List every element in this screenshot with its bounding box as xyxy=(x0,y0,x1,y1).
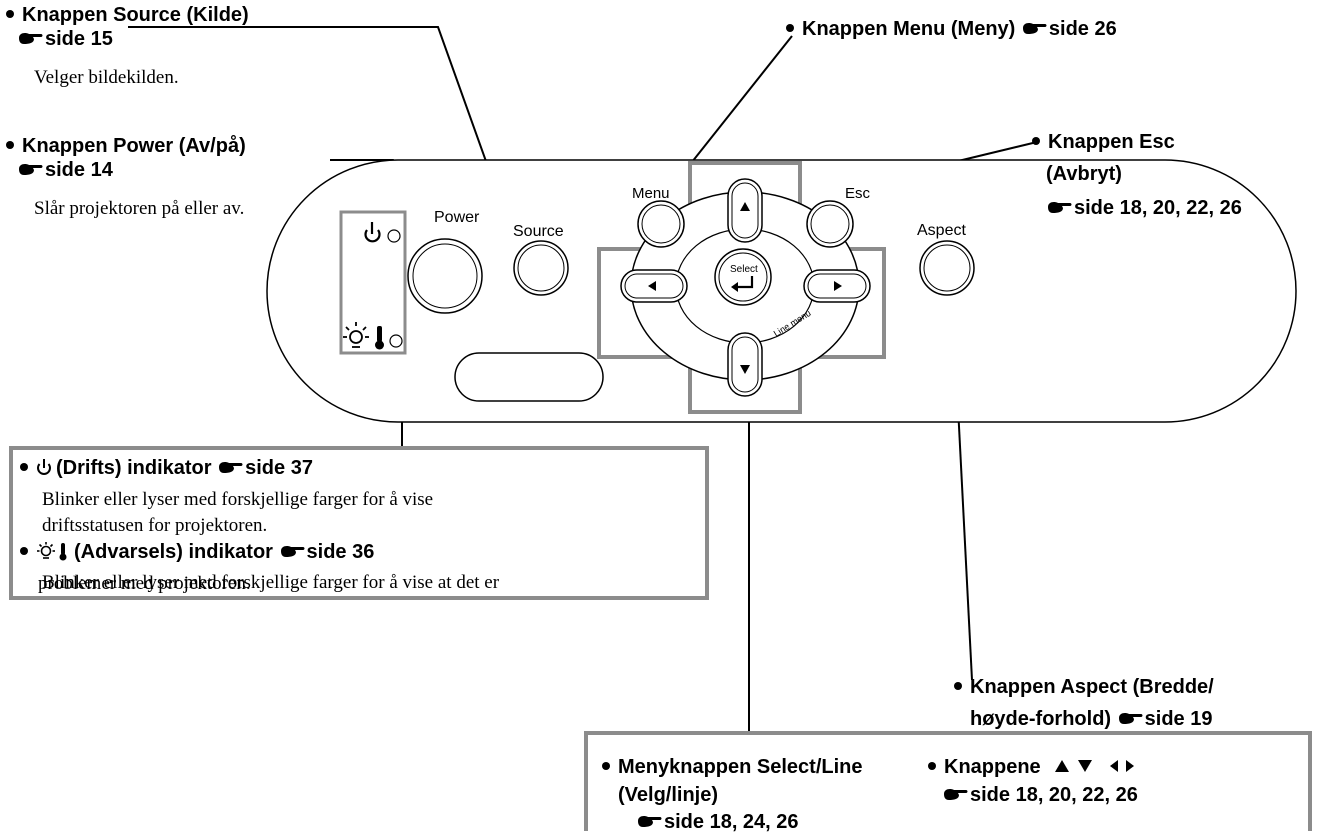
esc-callout-title-1: Knappen Esc xyxy=(1032,130,1175,154)
arrow-right-icon xyxy=(834,281,842,291)
bullet-icon xyxy=(6,140,14,149)
esc-button[interactable] xyxy=(806,200,854,248)
menu-button[interactable] xyxy=(637,200,685,248)
power-callout-desc: Slår projektoren på eller av. xyxy=(34,198,245,219)
aspect-title-text-2: høyde-forhold) xyxy=(970,708,1112,730)
arrow-left-icon xyxy=(648,281,656,291)
esc-callout-ref[interactable]: side 18, 20, 22, 26 xyxy=(1046,196,1242,220)
esc-button-label: Esc xyxy=(845,185,871,202)
operation-indicator-desc-1: Blinker eller lyser med forskjellige far… xyxy=(42,489,434,510)
indicator-info-box: (Drifts) indikator side 37 Blinker eller… xyxy=(9,446,709,600)
pointing-hand-icon xyxy=(944,788,968,800)
pointing-hand-icon xyxy=(1022,22,1047,34)
pointing-hand-icon xyxy=(219,461,243,473)
pointing-hand-icon xyxy=(638,815,662,827)
left-button[interactable] xyxy=(620,269,688,303)
select-callout-title-2: (Velg/linje) xyxy=(618,784,719,806)
aspect-callout-ref[interactable]: side 19 xyxy=(1117,707,1212,731)
source-callout-desc: Velger bildekilden. xyxy=(34,67,179,88)
arrows-callout-title: Knappene xyxy=(928,755,1140,779)
lamp-warning-icon xyxy=(37,541,67,561)
pointing-hand-icon xyxy=(19,32,43,44)
aspect-callout-title-1: Knappen Aspect (Bredde/ xyxy=(954,675,1214,699)
enter-arrow-icon xyxy=(737,276,754,289)
operation-indicator-ref[interactable]: side 37 xyxy=(217,456,313,480)
bullet-icon xyxy=(786,23,794,32)
pointing-hand-icon xyxy=(280,545,305,557)
menu-callout-ref[interactable]: side 26 xyxy=(1021,17,1117,41)
esc-title-text: Knappen Esc xyxy=(1048,131,1175,153)
bullet-icon xyxy=(954,681,962,690)
aspect-callout-title-2: høyde-forhold) side 19 xyxy=(970,707,1212,731)
aspect-button[interactable] xyxy=(919,240,975,296)
arrow-keys-icon xyxy=(1055,759,1135,772)
sensor-window xyxy=(454,352,604,402)
source-callout-ref[interactable]: side 15 xyxy=(17,27,113,51)
select-arrows-info-box: Menyknappen Select/Line (Velg/linje) sid… xyxy=(584,731,1312,834)
bullet-icon xyxy=(20,546,28,555)
select-button[interactable] xyxy=(714,248,772,306)
power-icon xyxy=(364,222,381,243)
power-callout-ref[interactable]: side 14 xyxy=(17,158,113,182)
thermometer-icon xyxy=(375,326,384,350)
pointing-hand-icon xyxy=(19,163,43,175)
menu-callout: Knappen Menu (Meny) side 26 xyxy=(786,17,1117,41)
warning-indicator-title: (Advarsels) indikator side 36 xyxy=(20,540,374,564)
source-button-label: Source xyxy=(513,223,564,240)
source-button[interactable] xyxy=(513,240,569,296)
lamp-warning-icon xyxy=(343,322,369,348)
menu-title-text: Knappen Menu (Meny) xyxy=(802,18,1016,40)
arrow-down-icon xyxy=(740,365,750,374)
pointing-hand-icon xyxy=(1118,712,1143,724)
bullet-icon xyxy=(6,9,14,18)
operation-indicator-light xyxy=(387,229,401,243)
right-button[interactable] xyxy=(803,269,871,303)
power-callout-title: Knappen Power (Av/på) xyxy=(6,134,246,158)
power-title-text: Knappen Power (Av/på) xyxy=(22,135,246,157)
bullet-icon xyxy=(1032,136,1040,145)
power-icon xyxy=(37,458,51,475)
pointing-hand-icon xyxy=(1048,201,1072,213)
operation-indicator-title: (Drifts) indikator side 37 xyxy=(20,456,313,480)
up-button[interactable] xyxy=(727,178,763,243)
source-callout-title: Knappen Source (Kilde) xyxy=(6,3,249,27)
aspect-button-label: Aspect xyxy=(917,222,966,239)
menu-button-label: Menu xyxy=(632,185,670,202)
arrows-callout-ref[interactable]: side 18, 20, 22, 26 xyxy=(942,783,1138,807)
bullet-icon xyxy=(20,462,28,471)
power-button[interactable] xyxy=(407,238,483,314)
down-button[interactable] xyxy=(727,332,763,397)
warning-indicator-ref[interactable]: side 36 xyxy=(279,540,374,564)
source-title-text: Knappen Source (Kilde) xyxy=(22,4,249,26)
bullet-icon xyxy=(928,761,936,770)
select-button-label: Select xyxy=(730,264,758,275)
select-callout-ref[interactable]: side 18, 24, 26 xyxy=(636,810,799,834)
bullet-icon xyxy=(602,761,610,770)
power-button-label: Power xyxy=(434,209,480,226)
arrow-left-icon xyxy=(1110,759,1119,772)
arrow-up-icon xyxy=(1055,759,1070,772)
aspect-title-text: Knappen Aspect (Bredde/ xyxy=(970,676,1214,698)
arrow-right-icon xyxy=(1126,759,1135,772)
warning-indicator-light xyxy=(389,334,403,348)
indicator-frame xyxy=(339,210,407,355)
warning-indicator-desc-1: Blinker eller lyser med forskjellige far… xyxy=(42,572,500,593)
esc-callout-title-2: (Avbryt) xyxy=(1046,163,1122,185)
select-callout-title-1: Menyknappen Select/Line xyxy=(602,755,863,779)
operation-indicator-desc-2: driftsstatusen for projektoren. xyxy=(42,515,268,536)
arrow-up-icon xyxy=(740,202,750,211)
warning-indicator-desc-2: problemer med projektoren. xyxy=(38,573,251,594)
arrow-down-icon xyxy=(1078,759,1093,772)
